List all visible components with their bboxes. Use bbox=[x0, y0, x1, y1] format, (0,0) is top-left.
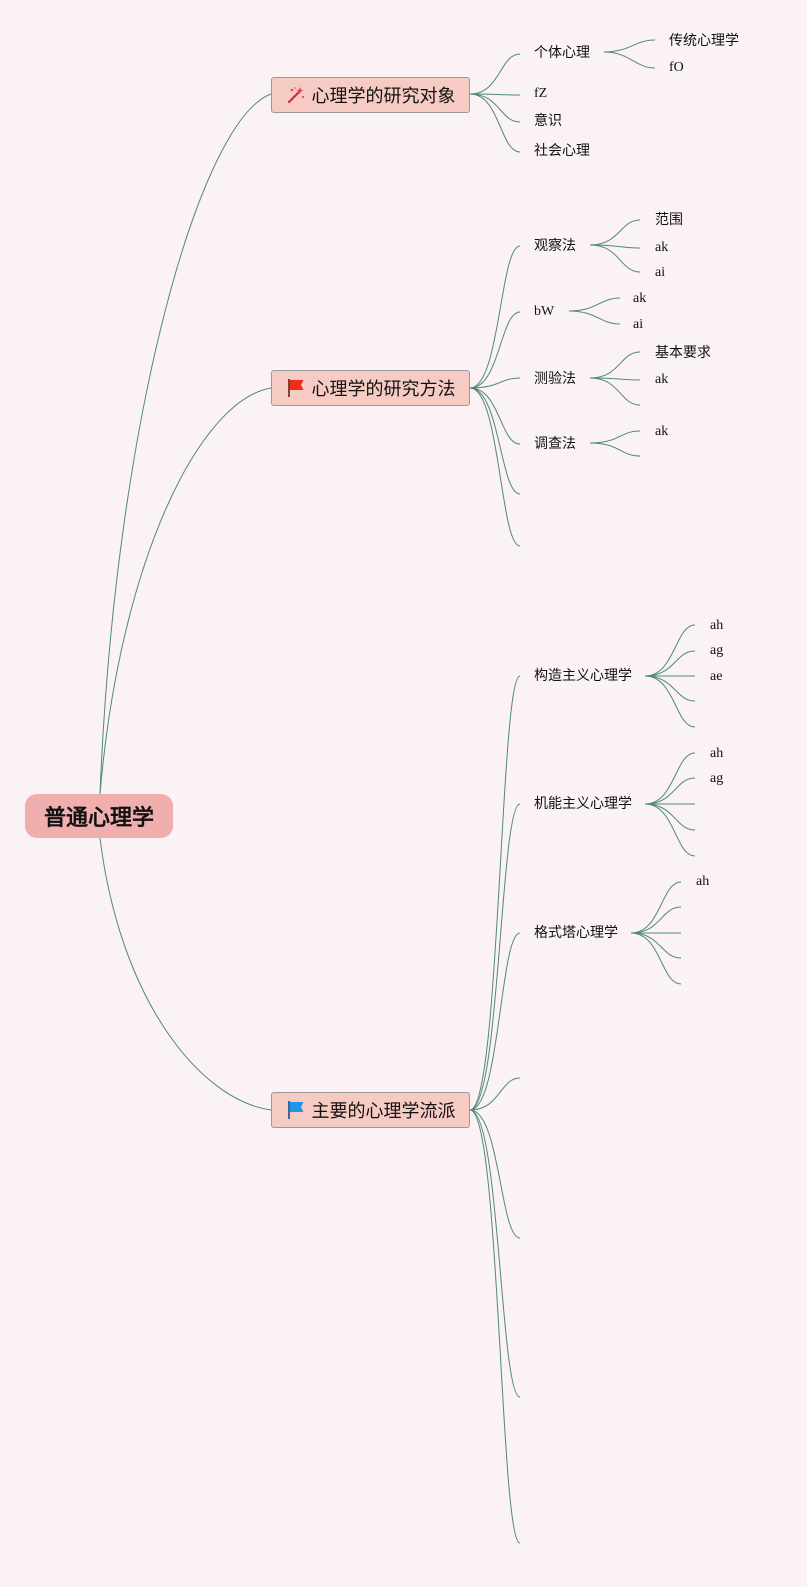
connector-b2-c1-g3 bbox=[589, 244, 641, 273]
connector-b3-c3 bbox=[469, 932, 521, 1111]
root-label: 普通心理学 bbox=[43, 806, 154, 831]
connector-b2-c1-g1 bbox=[589, 219, 641, 246]
branch-label: 主要的心理学流派 bbox=[311, 1101, 456, 1122]
topic-structuralism[interactable]: 构造主义心理学 bbox=[534, 668, 632, 684]
topic-ag[interactable]: ag bbox=[710, 771, 724, 786]
connector-b2-c4 bbox=[469, 387, 521, 445]
topic-ag[interactable]: ag bbox=[710, 643, 724, 658]
topic-basic-requirements[interactable]: 基本要求 bbox=[655, 345, 711, 361]
red-flag-icon bbox=[286, 378, 306, 398]
topic-fZ[interactable]: fZ bbox=[534, 86, 548, 101]
connector-b2-c3-g3 bbox=[589, 377, 641, 406]
connector-b3-c4 bbox=[469, 1077, 521, 1111]
connector-b3-c7 bbox=[469, 1109, 521, 1544]
topic-functionalism[interactable]: 机能主义心理学 bbox=[534, 796, 632, 812]
branch-research-object[interactable]: 心理学的研究对象 bbox=[271, 77, 470, 113]
connector-b3-c2-g5 bbox=[644, 803, 696, 857]
connector-b2-c5 bbox=[469, 387, 521, 495]
topic-ae[interactable]: ae bbox=[710, 669, 723, 684]
root-node[interactable]: 普通心理学 bbox=[25, 794, 173, 838]
topic-test-method[interactable]: 测验法 bbox=[534, 371, 576, 387]
connector-b3-c2-g4 bbox=[644, 803, 696, 831]
blue-flag-icon bbox=[286, 1100, 306, 1120]
topic-observation-method[interactable]: 观察法 bbox=[534, 238, 576, 254]
connector-b3-c2-g1 bbox=[644, 752, 696, 805]
branch-main-schools[interactable]: 主要的心理学流派 bbox=[271, 1092, 470, 1128]
topic-ak[interactable]: ak bbox=[633, 291, 647, 306]
connector-root-branch-1 bbox=[99, 93, 272, 795]
topic-ak[interactable]: ak bbox=[655, 424, 669, 439]
connector-lines bbox=[99, 39, 696, 1544]
topic-individual-psychology[interactable]: 个体心理 bbox=[534, 45, 590, 61]
topic-ah[interactable]: ah bbox=[710, 746, 724, 761]
topic-survey-method[interactable]: 调查法 bbox=[534, 436, 576, 452]
connector-b3-c3-g5 bbox=[630, 932, 682, 985]
topic-ah[interactable]: ah bbox=[710, 618, 724, 633]
topic-ak[interactable]: ak bbox=[655, 240, 669, 255]
connector-b2-c1 bbox=[469, 245, 521, 389]
connector-b2-c4-g1 bbox=[589, 430, 641, 444]
topic-ak[interactable]: ak bbox=[655, 372, 669, 387]
connector-b1-c3 bbox=[469, 93, 521, 123]
connector-b3-c1 bbox=[469, 675, 521, 1111]
topic-bW[interactable]: bW bbox=[534, 304, 555, 319]
topic-ai[interactable]: ai bbox=[655, 265, 666, 280]
topic-gestalt[interactable]: 格式塔心理学 bbox=[534, 925, 618, 941]
topic-social-psychology[interactable]: 社会心理 bbox=[534, 143, 590, 159]
topic-ah[interactable]: ah bbox=[696, 874, 710, 889]
topic-ai[interactable]: ai bbox=[633, 317, 644, 332]
connector-b2-c6 bbox=[469, 387, 521, 547]
connector-b3-c1-g2 bbox=[644, 650, 696, 677]
branch-research-method[interactable]: 心理学的研究方法 bbox=[271, 370, 470, 406]
connector-b3-c1-g1 bbox=[644, 624, 696, 677]
magic-wand-icon bbox=[286, 85, 306, 105]
branch-label: 心理学的研究方法 bbox=[311, 379, 456, 400]
topic-consciousness[interactable]: 意识 bbox=[534, 113, 562, 129]
connector-b1-c1-g1 bbox=[603, 39, 656, 53]
connector-b2-c2-g1 bbox=[568, 297, 621, 312]
topic-traditional-psychology[interactable]: 传统心理学 bbox=[669, 33, 739, 49]
connector-root-branch-3 bbox=[99, 837, 272, 1111]
connector-b3-c6 bbox=[469, 1109, 521, 1398]
connector-b2-c3 bbox=[469, 377, 521, 389]
connector-b3-c1-g4 bbox=[644, 675, 696, 702]
connector-b2-c2-g2 bbox=[568, 310, 621, 325]
topic-scope[interactable]: 范围 bbox=[655, 212, 683, 228]
branch-label: 心理学的研究对象 bbox=[311, 86, 456, 107]
connector-b2-c2 bbox=[469, 311, 521, 389]
connector-b1-c1-g2 bbox=[603, 51, 656, 69]
connector-b3-c2 bbox=[469, 803, 521, 1111]
topic-fO[interactable]: fO bbox=[669, 60, 684, 75]
connector-b3-c2-g2 bbox=[644, 777, 696, 805]
connector-b3-c1-g5 bbox=[644, 675, 696, 728]
connector-root-branch-2 bbox=[99, 387, 272, 795]
connector-b2-c3-g1 bbox=[589, 351, 641, 379]
connector-b3-c3-g2 bbox=[630, 906, 682, 934]
connector-b1-c1 bbox=[469, 53, 521, 95]
connector-b1-c4 bbox=[469, 93, 521, 153]
connector-b3-c5 bbox=[469, 1109, 521, 1239]
connector-b2-c4-g2 bbox=[589, 442, 641, 457]
connector-b3-c3-g4 bbox=[630, 932, 682, 959]
connector-b3-c3-g1 bbox=[630, 881, 682, 934]
